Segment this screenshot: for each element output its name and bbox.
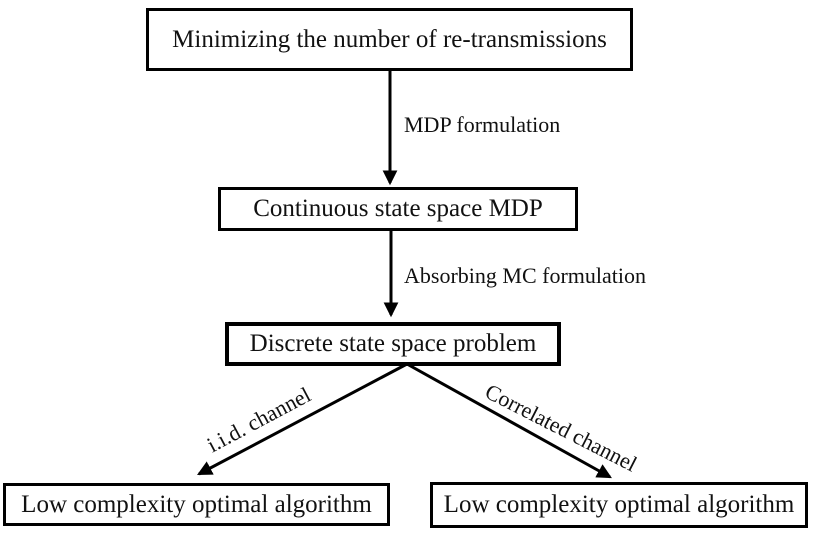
node-discrete-state-space-problem: Discrete state space problem (225, 322, 561, 366)
edge-label-mdp-formulation: MDP formulation (404, 112, 561, 137)
node-low-complexity-algorithm-left-label: Low complexity optimal algorithm (21, 490, 372, 518)
node-low-complexity-algorithm-left: Low complexity optimal algorithm (3, 483, 390, 526)
node-minimizing-retransmissions: Minimizing the number of re-transmission… (146, 8, 633, 71)
arrow-iid-channel (197, 362, 408, 476)
node-continuous-state-space-mdp: Continuous state space MDP (218, 187, 578, 231)
node-low-complexity-algorithm-right-label: Low complexity optimal algorithm (443, 491, 795, 518)
node-minimizing-retransmissions-label: Minimizing the number of re-transmission… (172, 25, 607, 53)
node-low-complexity-algorithm-right: Low complexity optimal algorithm (430, 482, 808, 528)
node-discrete-state-space-problem-label: Discrete state space problem (249, 330, 537, 357)
arrow-correlated-channel (406, 362, 612, 479)
edge-label-absorbing-mc-formulation: Absorbing MC formulation (404, 263, 646, 288)
node-continuous-state-space-mdp-label: Continuous state space MDP (253, 195, 543, 222)
